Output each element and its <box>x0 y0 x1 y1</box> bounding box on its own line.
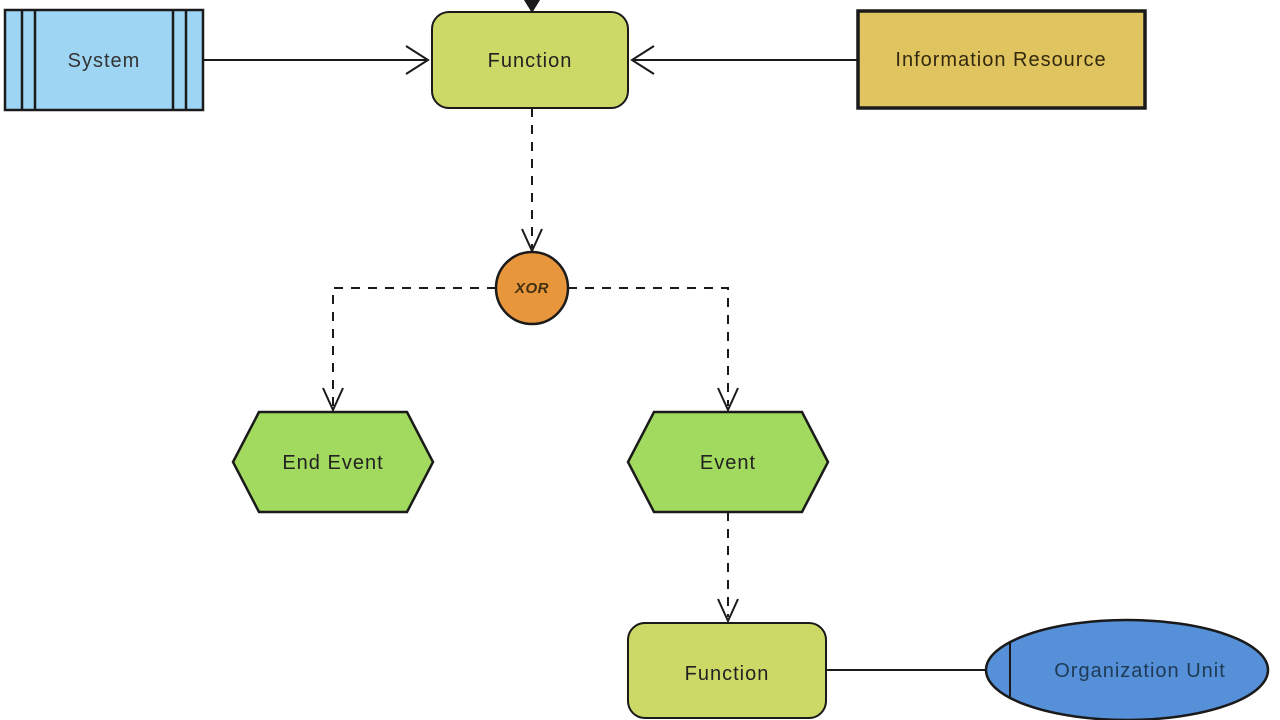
function-bottom-shape <box>627 622 827 719</box>
function-bottom-label: Function <box>685 663 770 685</box>
arrowhead-into-function-left <box>405 45 430 75</box>
event-node[interactable]: Event <box>626 410 830 514</box>
xor-label: XOR <box>514 280 549 297</box>
function-top-shape <box>431 11 629 109</box>
end-event-shape <box>231 410 435 514</box>
information-resource-shape <box>856 9 1147 110</box>
arrowhead-into-end-event <box>322 387 344 413</box>
function-top-node[interactable]: Function <box>431 11 629 109</box>
function-bottom-node[interactable]: Function <box>627 622 827 719</box>
end-event-node[interactable]: End Event <box>231 410 435 514</box>
edges-layer <box>203 0 987 671</box>
organization-unit-shape <box>984 618 1270 720</box>
event-label: Event <box>700 452 756 474</box>
information-resource-node[interactable]: Information Resource <box>856 9 1147 110</box>
arrowhead-into-function-bottom <box>717 598 739 624</box>
arrowhead-into-function-right <box>630 45 655 75</box>
organization-unit-node[interactable]: Organization Unit <box>984 618 1270 720</box>
function-top-label: Function <box>488 50 573 72</box>
xor-connector-node[interactable]: XOR <box>494 250 570 326</box>
system-node[interactable]: System <box>3 8 205 112</box>
edge-xor-to-end-event <box>332 287 496 406</box>
information-resource-label: Information Resource <box>895 49 1106 71</box>
arrowhead-into-function-top <box>524 0 540 13</box>
arrowhead-into-event <box>717 387 739 413</box>
system-label: System <box>68 50 141 72</box>
edge-xor-to-event <box>568 287 729 406</box>
organization-unit-label: Organization Unit <box>1054 660 1226 682</box>
end-event-label: End Event <box>282 452 383 474</box>
system-shape <box>3 8 205 112</box>
xor-connector-shape <box>494 250 570 326</box>
event-shape <box>626 410 830 514</box>
